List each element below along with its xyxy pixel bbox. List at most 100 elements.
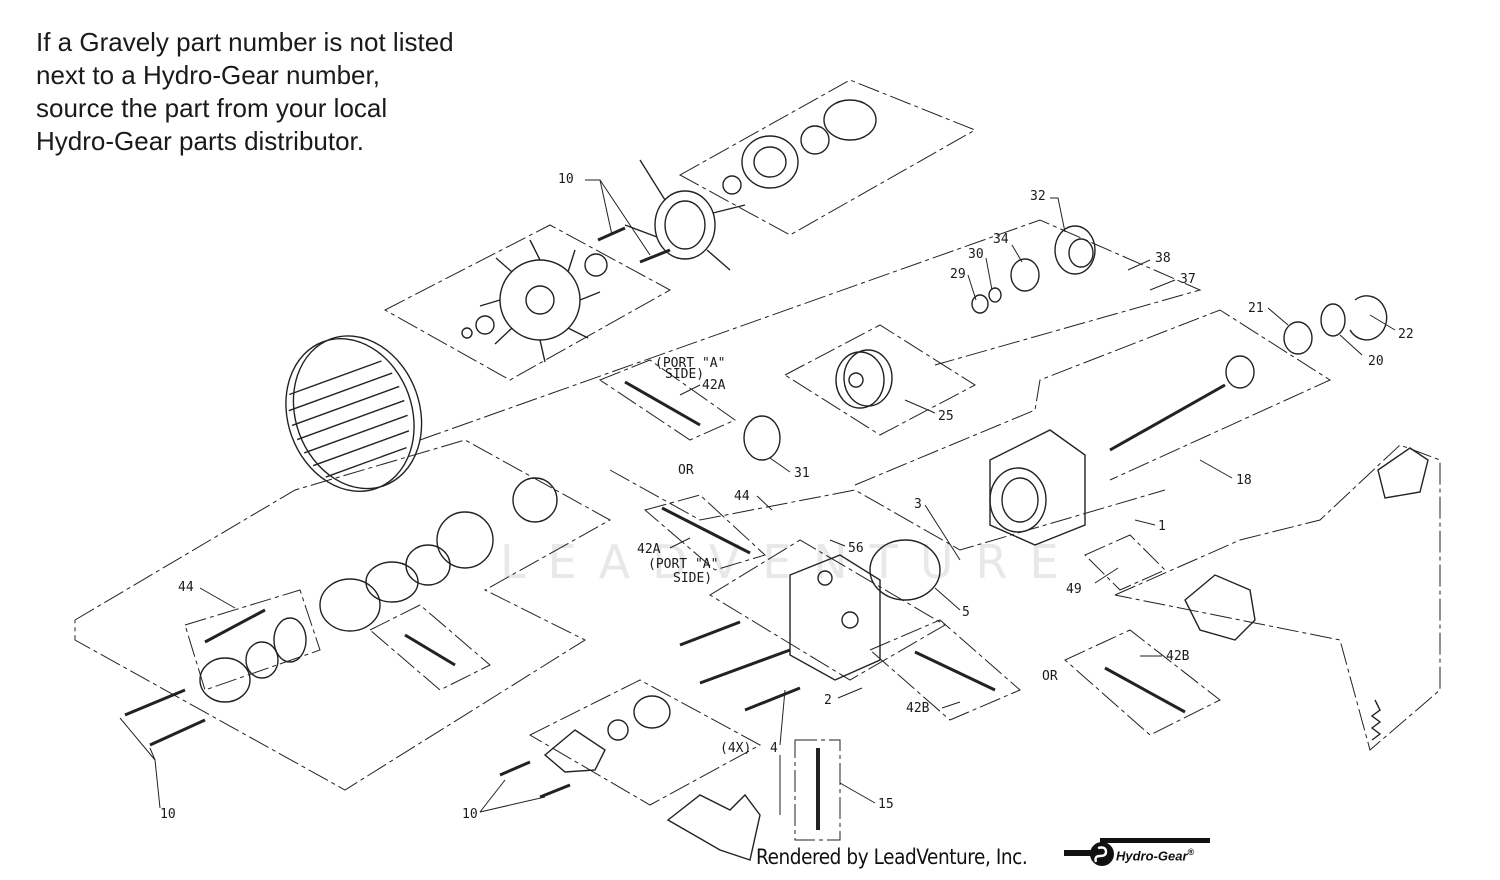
port-a-mid-line2: SIDE) bbox=[673, 571, 712, 586]
callout-38: 38 bbox=[1155, 251, 1171, 266]
render-credit: Rendered by LeadVenture, Inc. bbox=[756, 845, 1028, 869]
callout-20: 20 bbox=[1368, 354, 1384, 369]
leader-44-left bbox=[199, 587, 236, 609]
spring-right bbox=[1370, 699, 1382, 741]
seal-34 bbox=[1010, 258, 1040, 292]
control-arm-bracket bbox=[1184, 574, 1256, 641]
bolt-center-a bbox=[679, 620, 741, 647]
bearing-20 bbox=[1320, 303, 1346, 337]
leader-10-left bbox=[119, 717, 161, 809]
bolt-bottom-a bbox=[499, 760, 531, 777]
callout-42b-a: 42B bbox=[906, 701, 930, 716]
hydro-gear-wordmark: Hydro-Gear® bbox=[1116, 847, 1195, 864]
panel-49 bbox=[1084, 534, 1166, 591]
leader-10-bottom bbox=[479, 779, 506, 813]
callout-37: 37 bbox=[1180, 272, 1196, 287]
frame-upper-diagonal bbox=[419, 219, 1202, 441]
note-line-2: next to a Hydro-Gear number, bbox=[36, 60, 380, 90]
note-line-1: If a Gravely part number is not listed bbox=[36, 27, 454, 57]
callout-42a-top: 42A bbox=[702, 378, 726, 393]
side-cover-32 bbox=[1054, 225, 1096, 275]
port-a-top-line1: (PORT "A" bbox=[655, 356, 725, 371]
hydro-gear-logo: Hydro-Gear® bbox=[1064, 838, 1224, 872]
bolt-center-b bbox=[699, 648, 791, 685]
hydro-gear-logo-icon bbox=[1064, 838, 1210, 866]
leader-32 bbox=[1050, 197, 1066, 233]
charge-pump-left bbox=[319, 477, 558, 632]
nut-fan bbox=[461, 327, 473, 339]
leader-4 bbox=[779, 689, 786, 746]
valve-42b bbox=[914, 650, 996, 692]
frame-right-housing bbox=[854, 309, 1332, 486]
leader-42a-mid bbox=[669, 537, 691, 549]
gear-small-top bbox=[800, 125, 830, 155]
frame-right-linkage bbox=[1114, 444, 1441, 751]
frame-left-large bbox=[74, 439, 612, 791]
panel-42b bbox=[869, 619, 1021, 721]
leader-21 bbox=[1267, 307, 1289, 326]
panel-center-pump bbox=[709, 539, 946, 681]
callout-5: 5 bbox=[962, 605, 970, 620]
leader-31 bbox=[769, 457, 791, 473]
piston-block bbox=[835, 349, 893, 409]
bolt-bottom-b bbox=[539, 783, 571, 799]
port-a-top-line2: SIDE) bbox=[665, 367, 704, 382]
callout-44-left: 44 bbox=[178, 580, 194, 595]
callout-4x: (4X) bbox=[720, 741, 751, 756]
washer-30 bbox=[988, 287, 1002, 303]
center-section-block bbox=[789, 554, 881, 681]
sourcing-note: If a Gravely part number is not listed n… bbox=[36, 26, 556, 158]
panel-left-valves bbox=[369, 604, 491, 691]
callout-25: 25 bbox=[938, 409, 954, 424]
leader-15 bbox=[839, 782, 876, 804]
leader-42b-a bbox=[941, 701, 961, 709]
panel-fan bbox=[383, 224, 672, 381]
bottom-cover bbox=[543, 729, 606, 773]
callout-3: 3 bbox=[914, 497, 922, 512]
valve-42a-mid bbox=[661, 506, 751, 555]
bracket-top-right bbox=[1377, 447, 1429, 499]
panel-bottom-cover bbox=[528, 679, 762, 806]
leader-5 bbox=[934, 587, 961, 611]
bolt-10-left-b bbox=[149, 718, 206, 747]
callout-18: 18 bbox=[1236, 473, 1252, 488]
valve-44-left bbox=[204, 608, 266, 644]
mount-bracket bbox=[666, 793, 761, 861]
leader-25 bbox=[904, 399, 936, 414]
note-line-3: source the part from your local bbox=[36, 93, 388, 123]
callout-30: 30 bbox=[968, 247, 984, 262]
end-cap-left bbox=[199, 657, 251, 703]
callout-44-mid: 44 bbox=[734, 489, 750, 504]
note-line-4: Hydro-Gear parts distributor. bbox=[36, 126, 365, 156]
valve-42a-top bbox=[624, 380, 701, 427]
leader-30 bbox=[985, 257, 993, 291]
filter-bottom bbox=[607, 719, 629, 741]
callout-2: 2 bbox=[824, 693, 832, 708]
leader-22 bbox=[1369, 314, 1396, 331]
frame-center bbox=[609, 469, 1166, 551]
or-label-1: OR bbox=[678, 463, 694, 478]
leader-34 bbox=[1011, 244, 1023, 263]
leader-37 bbox=[1149, 279, 1176, 291]
cooling-fan bbox=[479, 239, 601, 363]
panel-42b-right bbox=[1064, 629, 1221, 736]
leader-20 bbox=[1339, 334, 1363, 356]
bearing-fan bbox=[584, 253, 608, 277]
panel-top-housing bbox=[678, 79, 977, 236]
panel-42a-top bbox=[598, 359, 737, 441]
bolt-10-top-b bbox=[639, 248, 671, 264]
leader-56 bbox=[829, 539, 846, 547]
leader-10-top bbox=[585, 179, 613, 236]
callout-10-left: 10 bbox=[160, 807, 176, 822]
gasket-5 bbox=[869, 539, 941, 601]
callout-32: 32 bbox=[1030, 189, 1046, 204]
callout-31: 31 bbox=[794, 466, 810, 481]
washer-fan bbox=[475, 315, 495, 335]
bearing-top bbox=[722, 175, 742, 195]
swash-plate bbox=[743, 415, 781, 461]
callout-42b-b: 42B bbox=[1166, 649, 1190, 664]
grille-cover bbox=[285, 335, 423, 493]
star-bracket bbox=[624, 159, 746, 271]
